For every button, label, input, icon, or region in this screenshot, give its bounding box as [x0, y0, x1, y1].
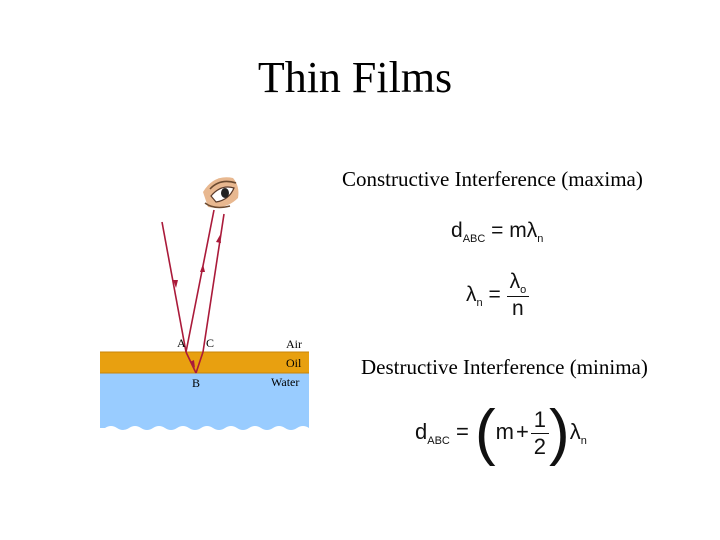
oil-layer: [100, 352, 309, 373]
destructive-heading: Destructive Interference (minima): [361, 354, 648, 380]
reflected-ray-film: [203, 214, 224, 352]
point-label-b: B: [192, 376, 200, 390]
layer-label-oil: Oil: [286, 356, 302, 370]
layer-label-air: Air: [286, 337, 302, 351]
constructive-equation: dABC = mλn: [451, 219, 543, 245]
layer-label-water: Water: [271, 375, 299, 389]
incident-ray: [162, 222, 186, 352]
point-label-a: A: [177, 336, 186, 350]
constructive-heading: Constructive Interference (maxima): [342, 166, 643, 192]
reflected-ray-top: [186, 210, 214, 352]
point-label-c: C: [206, 336, 214, 350]
eye-icon: [203, 177, 238, 207]
